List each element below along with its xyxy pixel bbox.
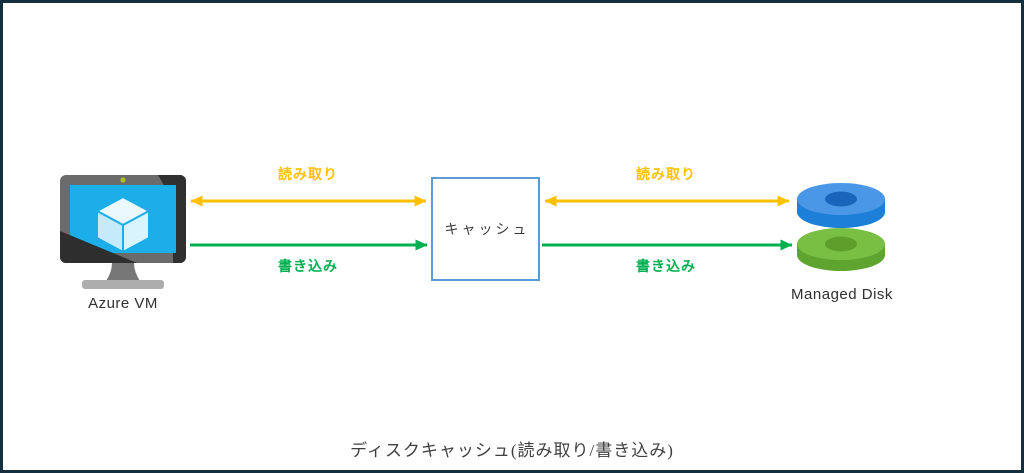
vm-cube-icon [96, 196, 150, 253]
write-label-cache-disk: 書き込み [636, 258, 696, 274]
disk-node-label: Managed Disk [791, 286, 893, 303]
webcam-dot-icon [120, 177, 126, 183]
write-label-vm-cache: 書き込み [278, 258, 338, 274]
read-label-vm-cache: 読み取り [278, 166, 338, 182]
vm-node-label: Azure VM [88, 295, 158, 312]
disk-green [797, 228, 885, 271]
stacked-disks-icon [797, 183, 885, 271]
monitor-bezel-shadow-right [158, 175, 186, 263]
read-label-cache-disk: 読み取り [636, 166, 696, 182]
monitor-stand [106, 263, 140, 281]
monitor-base [82, 280, 164, 289]
cache-node: キャッシュ [431, 177, 540, 281]
disk-blue [797, 183, 885, 228]
azure-vm-monitor-icon [60, 175, 186, 289]
diagram-caption: ディスクキャッシュ(読み取り/書き込み) [350, 441, 674, 460]
monitor-bezel-shadow-left [60, 231, 137, 263]
cache-node-label: キャッシュ [444, 223, 530, 238]
